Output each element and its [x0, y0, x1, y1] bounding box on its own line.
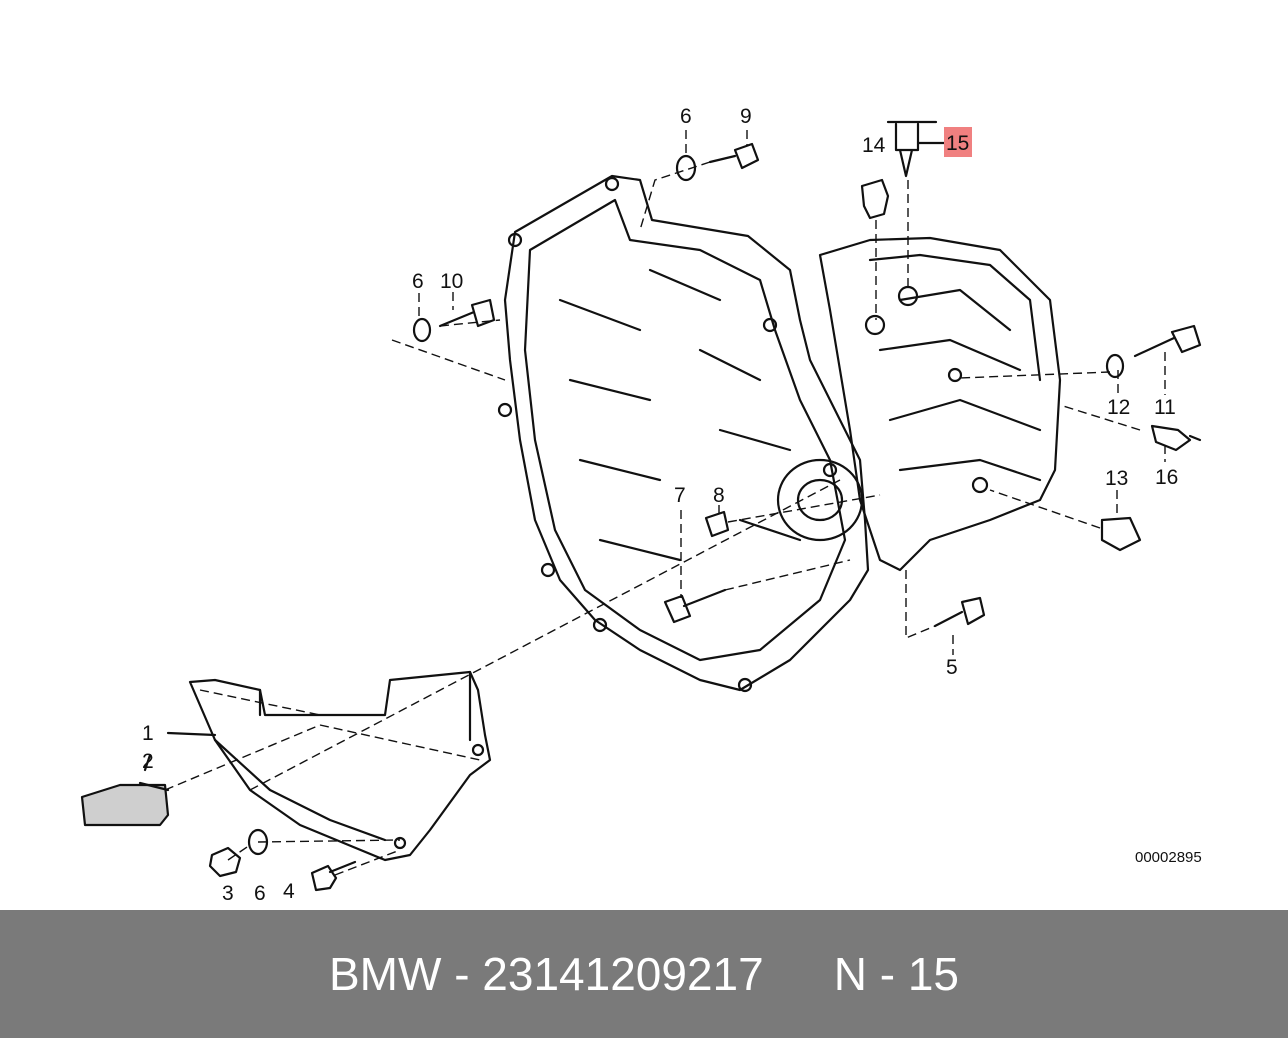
callout-4: 4: [283, 880, 295, 903]
callout-13: 13: [1105, 467, 1128, 490]
footer-bar: BMW - 23141209217 N - 15: [0, 910, 1288, 1038]
bell-housing-outline: [503, 174, 870, 692]
callout-2: 2: [142, 750, 154, 773]
callout-12: 12: [1107, 396, 1130, 419]
callout-3: 3: [222, 882, 234, 905]
callout-6a: 6: [254, 882, 266, 905]
callout-1: 1: [142, 722, 154, 745]
callout-14: 14: [862, 134, 886, 157]
callout-6b: 6: [412, 270, 424, 293]
callout-8: 8: [713, 484, 725, 507]
callout-9: 9: [740, 105, 752, 128]
gearbox-case: [818, 236, 1062, 572]
callout-7: 7: [674, 484, 686, 507]
callout-6c: 6: [680, 105, 692, 128]
callout-15: 15: [946, 132, 969, 155]
dust-cover: [188, 670, 492, 862]
parts-diagram: 1 2 3 4 5 6 6 6 7 8 9 10 11 12 13 14 15 …: [80, 105, 1202, 905]
part-number-caption: BMW - 23141209217: [329, 948, 764, 1000]
callout-16: 16: [1155, 466, 1178, 489]
callout-11: 11: [1154, 396, 1176, 419]
position-caption: N - 15: [833, 948, 959, 1000]
callout-5: 5: [946, 656, 958, 679]
callout-10: 10: [440, 270, 463, 293]
callout-15-highlight: [944, 127, 972, 157]
diagram-reference-number: 00002895: [1135, 849, 1202, 866]
rubber-block: [80, 783, 170, 827]
